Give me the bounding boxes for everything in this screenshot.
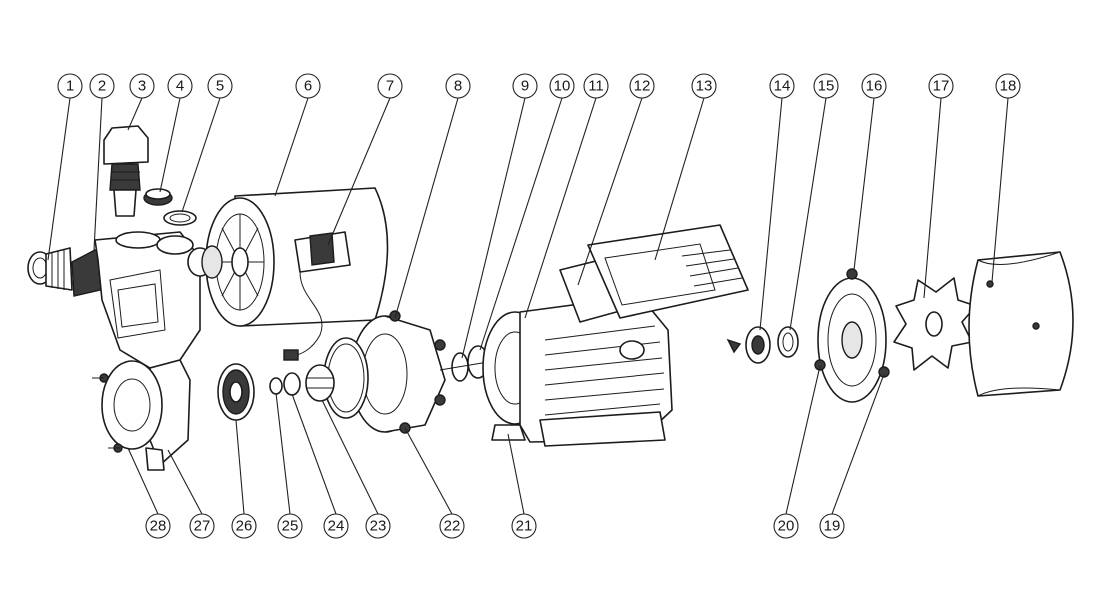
svg-text:12: 12 [634, 78, 651, 95]
svg-text:4: 4 [176, 78, 184, 95]
part-seal-ring-top [163, 210, 197, 226]
svg-text:14: 14 [774, 78, 791, 95]
svg-text:8: 8 [454, 78, 462, 95]
svg-text:6: 6 [304, 78, 312, 95]
callout-9: 9 [512, 73, 538, 99]
svg-text:27: 27 [194, 518, 211, 535]
part-pressure-switch [283, 231, 351, 361]
callout-11: 11 [583, 73, 609, 99]
svg-text:13: 13 [696, 78, 713, 95]
callout-26: 26 [231, 513, 257, 539]
callout-22: 22 [439, 513, 465, 539]
callout-18: 18 [995, 73, 1021, 99]
part-bearing [726, 326, 771, 364]
callout-4: 4 [167, 73, 193, 99]
callouts: 1 2 3 4 5 6 7 8 9 10 11 12 13 14 15 16 1… [57, 73, 1021, 539]
part-terminal-cover [587, 224, 749, 319]
svg-text:28: 28 [150, 518, 167, 535]
part-pump-cover [350, 310, 446, 434]
callout-1: 1 [57, 73, 83, 99]
callout-23: 23 [365, 513, 391, 539]
callout-19: 19 [819, 513, 845, 539]
svg-text:3: 3 [138, 78, 146, 95]
callout-5: 5 [207, 73, 233, 99]
part-priming-valve [103, 125, 149, 217]
part-pressure-tank [201, 187, 389, 327]
svg-text:7: 7 [386, 78, 394, 95]
part-pump-body [71, 231, 213, 369]
svg-text:16: 16 [866, 78, 883, 95]
part-fan-cover [968, 251, 1074, 397]
svg-text:24: 24 [328, 518, 345, 535]
svg-text:5: 5 [216, 78, 224, 95]
callout-15: 15 [813, 73, 839, 99]
callout-2: 2 [89, 73, 115, 99]
callout-8: 8 [445, 73, 471, 99]
svg-text:22: 22 [444, 518, 461, 535]
part-motor-body [519, 295, 673, 447]
svg-text:17: 17 [933, 78, 950, 95]
callout-3: 3 [129, 73, 155, 99]
callout-27: 27 [189, 513, 215, 539]
callout-28: 28 [145, 513, 171, 539]
svg-text:19: 19 [824, 518, 841, 535]
part-cooling-fan [893, 277, 977, 371]
svg-text:2: 2 [98, 78, 106, 95]
callout-10: 10 [549, 73, 575, 99]
callout-13: 13 [691, 73, 717, 99]
svg-text:15: 15 [818, 78, 835, 95]
svg-text:11: 11 [588, 78, 604, 95]
part-impeller [217, 363, 255, 421]
callout-17: 17 [928, 73, 954, 99]
svg-text:25: 25 [282, 518, 299, 535]
callout-14: 14 [769, 73, 795, 99]
callout-24: 24 [323, 513, 349, 539]
part-nut [269, 377, 283, 395]
svg-text:10: 10 [554, 78, 571, 95]
callout-16: 16 [861, 73, 887, 99]
part-inlet-flange [92, 360, 165, 471]
callout-20: 20 [773, 513, 799, 539]
part-rear-end-cover [814, 268, 890, 403]
callout-25: 25 [277, 513, 303, 539]
leader-lines [47, 97, 1009, 515]
svg-text:23: 23 [370, 518, 387, 535]
part-union-connector [27, 247, 73, 291]
callout-6: 6 [295, 73, 321, 99]
svg-text:21: 21 [516, 518, 533, 535]
part-diffuser-insert [305, 364, 335, 402]
svg-text:1: 1 [66, 78, 74, 95]
svg-text:26: 26 [236, 518, 253, 535]
callout-7: 7 [377, 73, 403, 99]
pump-parts [27, 125, 1074, 471]
callout-12: 12 [629, 73, 655, 99]
svg-text:20: 20 [778, 518, 795, 535]
part-wave-washer [777, 326, 799, 358]
svg-text:9: 9 [521, 78, 529, 95]
part-washer [283, 372, 301, 396]
svg-text:18: 18 [1000, 78, 1017, 95]
callout-21: 21 [511, 513, 537, 539]
